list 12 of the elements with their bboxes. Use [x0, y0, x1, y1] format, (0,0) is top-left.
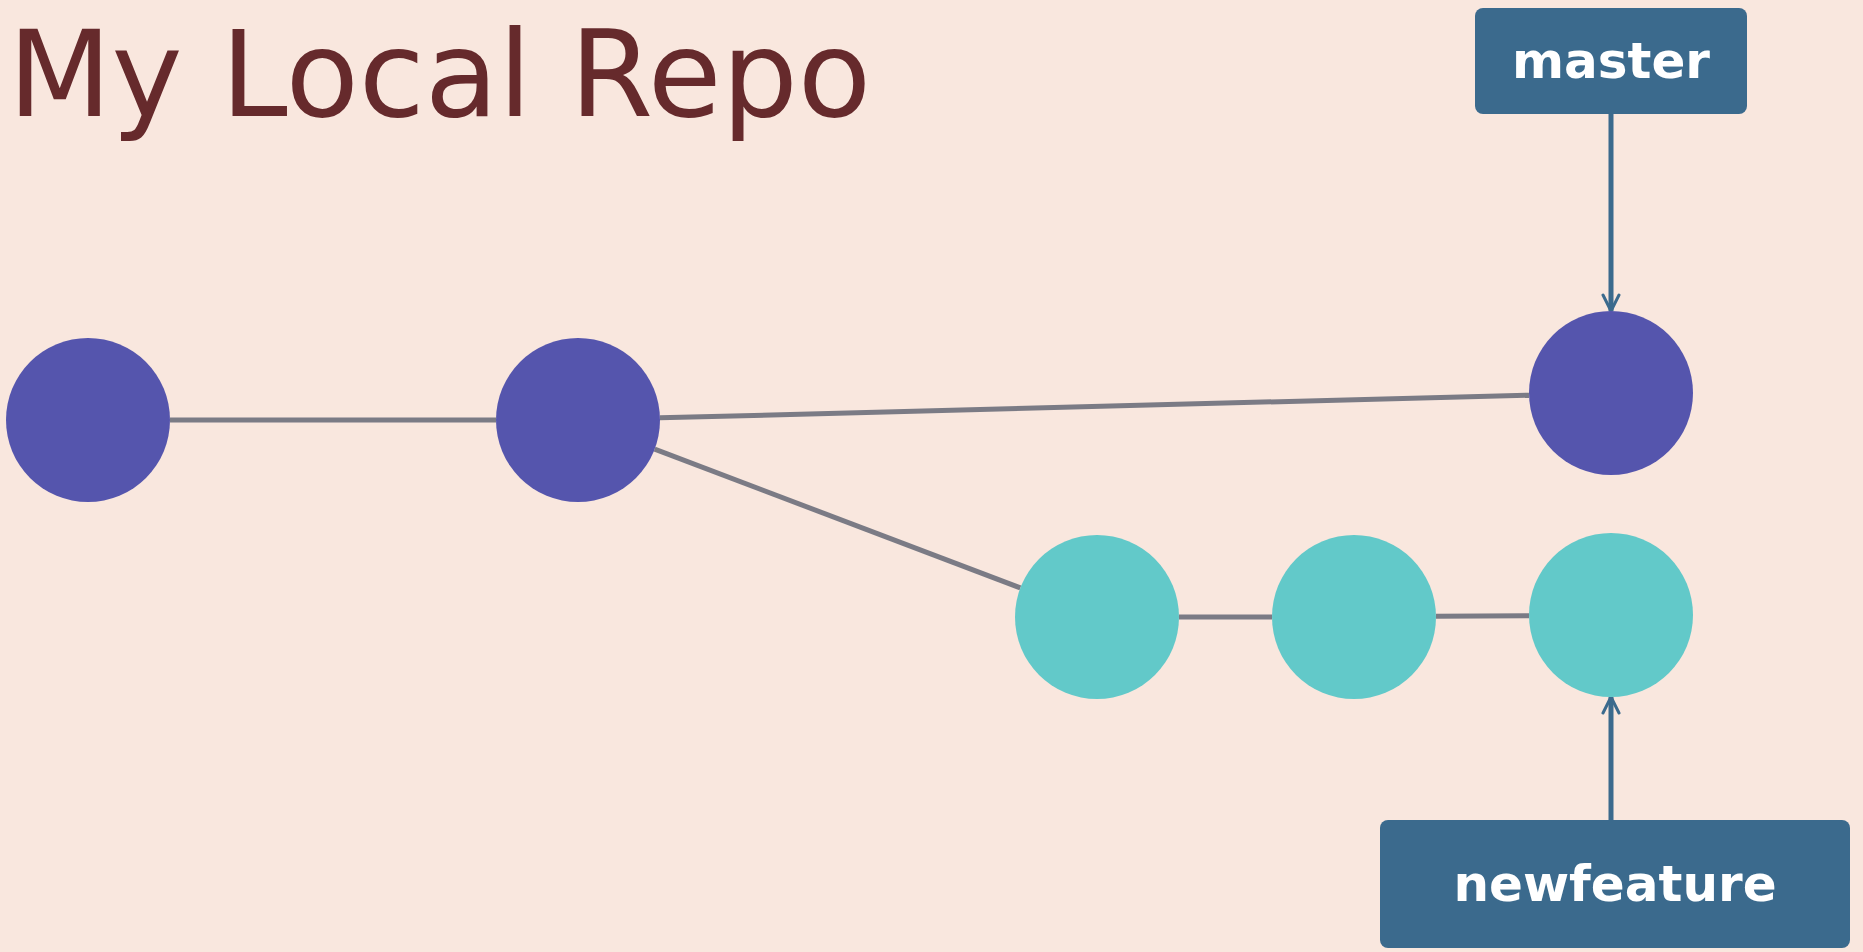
- connector-line: [170, 417, 496, 423]
- arrow: [1601, 114, 1621, 313]
- connector-line: [1436, 613, 1529, 619]
- title: My Local Repo: [8, 6, 872, 144]
- branch-name: master: [1511, 32, 1711, 90]
- arrow: [1601, 695, 1621, 820]
- connector-line: [1179, 614, 1272, 620]
- branch-label: [1475, 8, 1747, 114]
- branch-label: [1380, 820, 1850, 948]
- connector-line: [653, 446, 1022, 591]
- branch-name: newfeature: [1453, 855, 1777, 913]
- connector-line: [659, 392, 1530, 421]
